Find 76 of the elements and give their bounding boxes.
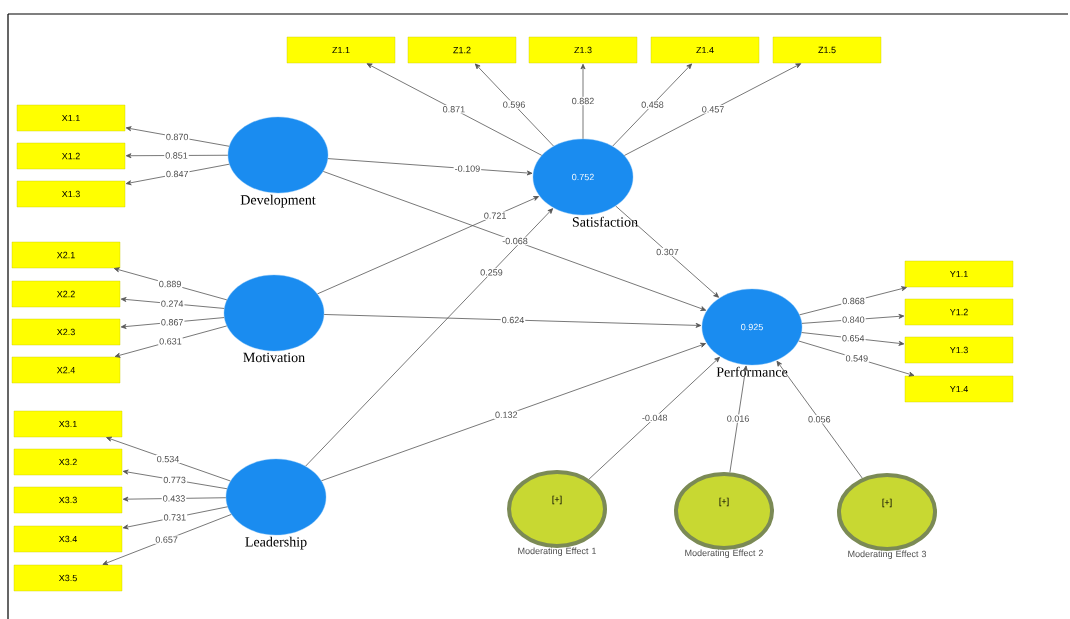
edge-label: 0.731 bbox=[162, 513, 188, 522]
edge-label: 0.624 bbox=[500, 315, 526, 325]
edge-label: 0.851 bbox=[164, 151, 189, 160]
edge-label: 0.721 bbox=[482, 211, 508, 220]
arrow bbox=[366, 63, 543, 156]
arrow bbox=[776, 360, 863, 479]
indicator-box: Z1.3 bbox=[528, 36, 638, 64]
edge-label: 0.534 bbox=[155, 454, 181, 464]
node-label: Moderating Effect 2 bbox=[685, 549, 763, 558]
indicator-box: X1.2 bbox=[16, 142, 126, 170]
edge-label: 0.882 bbox=[570, 96, 596, 106]
arrow bbox=[624, 63, 802, 156]
node-label: Motivation bbox=[243, 352, 305, 363]
node-label: Moderating Effect 3 bbox=[848, 550, 927, 559]
indicator-box: Y1.4 bbox=[904, 375, 1014, 403]
edge-label: 0.549 bbox=[844, 354, 870, 363]
edge-label: -0.048 bbox=[640, 413, 669, 423]
arrow bbox=[327, 158, 533, 176]
arrow bbox=[317, 196, 539, 295]
node-label: Moderating Effect 1 bbox=[518, 547, 596, 556]
edge-label: 0.132 bbox=[494, 410, 519, 419]
edge-label: 0.867 bbox=[159, 318, 185, 327]
edge-label: 0.654 bbox=[841, 334, 866, 343]
node-label: Satisfaction bbox=[572, 216, 638, 227]
arrow bbox=[580, 63, 586, 140]
edge-label: 0.274 bbox=[159, 299, 185, 308]
arrow bbox=[612, 63, 693, 147]
edge-label: 0.889 bbox=[157, 279, 183, 289]
indicator-box: X2.1 bbox=[11, 241, 121, 269]
arrow bbox=[588, 356, 720, 480]
edge-label: 0.847 bbox=[165, 169, 190, 179]
arrow bbox=[322, 171, 707, 311]
edge-label: 0.840 bbox=[841, 315, 866, 324]
indicator-box: Y1.1 bbox=[904, 260, 1014, 288]
indicator-box: Z1.2 bbox=[407, 36, 517, 64]
arrow bbox=[729, 365, 748, 473]
edge-label: 0.458 bbox=[640, 100, 665, 109]
indicator-box: Z1.1 bbox=[286, 36, 396, 64]
arrow bbox=[474, 63, 554, 147]
indicator-box: X3.3 bbox=[13, 486, 123, 514]
edge-label: 0.870 bbox=[164, 132, 190, 142]
edge-label: 0.307 bbox=[655, 247, 680, 257]
edge-label: 0.773 bbox=[162, 475, 187, 485]
edge-label: -0.109 bbox=[453, 164, 482, 173]
arrow bbox=[615, 205, 719, 298]
edge-label: 0.871 bbox=[441, 105, 467, 114]
indicator-box: X3.4 bbox=[13, 525, 123, 553]
indicator-box: X2.2 bbox=[11, 280, 121, 308]
indicator-box: X2.4 bbox=[11, 356, 121, 384]
edge-label: 0.259 bbox=[479, 268, 504, 277]
indicator-box: X3.5 bbox=[13, 564, 123, 592]
edge-label: 0.056 bbox=[807, 415, 832, 424]
edge-label: 0.657 bbox=[154, 535, 179, 544]
indicator-box: X1.3 bbox=[16, 180, 126, 208]
edge-label: 0.433 bbox=[161, 494, 187, 503]
edge-label: 0.016 bbox=[725, 414, 751, 423]
edge-label: 0.631 bbox=[158, 337, 183, 346]
arrow bbox=[321, 342, 706, 482]
indicator-box: Y1.2 bbox=[904, 298, 1014, 326]
indicator-box: Z1.5 bbox=[772, 36, 882, 64]
edge-label: 0.457 bbox=[700, 105, 726, 114]
node-label: Leadership bbox=[245, 536, 307, 550]
node-label: Development bbox=[240, 194, 316, 208]
edge-label: 0.596 bbox=[501, 100, 527, 109]
edge-label: -0.068 bbox=[501, 236, 529, 246]
indicator-box: X1.1 bbox=[16, 104, 126, 132]
arrow bbox=[106, 436, 231, 482]
node-label: Performance bbox=[716, 366, 788, 377]
arrow bbox=[305, 208, 554, 467]
indicator-box: Y1.3 bbox=[904, 336, 1014, 364]
indicator-box: X3.2 bbox=[13, 448, 123, 476]
indicator-box: Z1.4 bbox=[650, 36, 760, 64]
arrow bbox=[323, 314, 702, 328]
indicator-box: X2.3 bbox=[11, 318, 121, 346]
indicator-box: X3.1 bbox=[13, 410, 123, 438]
edge-label: 0.868 bbox=[841, 296, 866, 306]
